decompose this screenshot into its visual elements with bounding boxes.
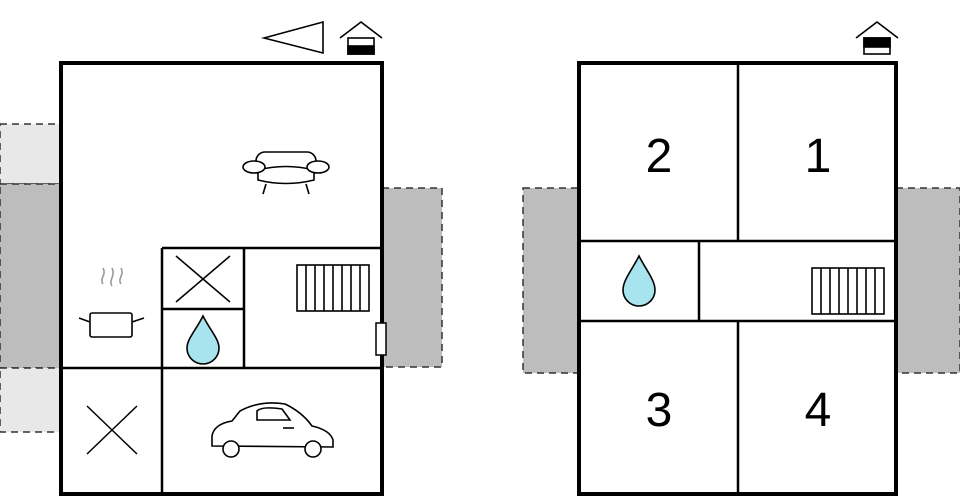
water-drop-icon (622, 254, 656, 307)
room-label-2: 2 (646, 130, 673, 183)
ground-floor-walls (61, 246, 382, 494)
house-level-ground-icon (339, 20, 383, 55)
terrace-upper-right (895, 187, 960, 374)
terrace-left (0, 183, 62, 369)
terrace-left-upper (0, 123, 62, 185)
stairs-icon (296, 264, 370, 312)
compass-arrow-icon (260, 20, 324, 55)
terrace-right (381, 187, 443, 368)
cooking-pot-icon (101, 267, 123, 287)
storage-cross-icon (86, 405, 138, 455)
upper-floor-walls (579, 63, 896, 494)
cooking-pot-body (78, 312, 145, 338)
upper-floor-plan: 2 1 3 4 (522, 20, 960, 496)
terrace-upper-left (522, 187, 580, 374)
sofa-icon (242, 151, 330, 195)
room-label-4: 4 (805, 384, 832, 437)
room-label-1: 1 (805, 130, 832, 183)
door-marker (375, 322, 387, 356)
stairs-icon (811, 267, 885, 315)
house-level-upper-icon (855, 20, 899, 55)
toilet-cross-icon (175, 255, 231, 303)
water-drop-icon (186, 314, 220, 365)
terrace-left-lower (0, 367, 62, 433)
car-icon (211, 402, 334, 458)
ground-floor-plan (0, 20, 443, 496)
room-label-3: 3 (646, 384, 673, 437)
